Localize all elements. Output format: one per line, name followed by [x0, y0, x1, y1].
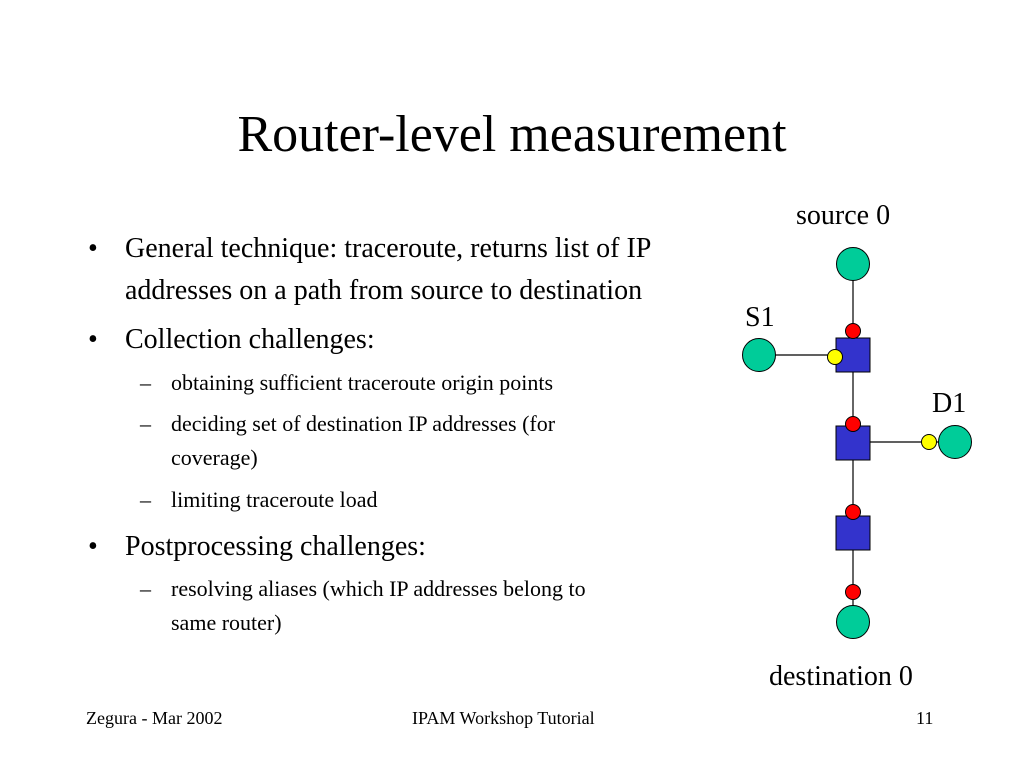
- sub-bullet-marker: –: [140, 487, 151, 512]
- s1-host: [742, 338, 776, 372]
- sub-bullet-marker: –: [140, 576, 151, 601]
- bullet-2-line-1: Collection challenges:: [125, 324, 375, 355]
- destination-0-host: [836, 605, 870, 639]
- bullet-3-line-1: Postprocessing challenges:: [125, 531, 426, 562]
- d1-host: [938, 425, 972, 459]
- sub-bullet-2-1: obtaining sufficient traceroute origin p…: [171, 370, 554, 395]
- sub-bullet-2-3: limiting traceroute load: [171, 487, 378, 512]
- red-interface-dot: [845, 416, 861, 432]
- bullet-1-line-1: General technique: traceroute, returns l…: [125, 233, 652, 264]
- bullet-marker: •: [88, 531, 98, 562]
- red-interface-dot: [845, 504, 861, 520]
- footer-author: Zegura - Mar 2002: [86, 708, 223, 728]
- red-interface-dot: [845, 323, 861, 339]
- sub-bullet-marker: –: [140, 370, 151, 395]
- s1-label: S1: [745, 302, 775, 333]
- footer-event: IPAM Workshop Tutorial: [412, 708, 595, 728]
- bullet-marker: •: [88, 233, 98, 264]
- destination-0-label: destination 0: [769, 661, 913, 692]
- sub-bullet-marker: –: [140, 411, 151, 436]
- sub-bullet-2-2-line-1: deciding set of destination IP addresses…: [171, 411, 556, 436]
- router-3: [835, 515, 871, 551]
- red-interface-dot: [845, 584, 861, 600]
- sub-bullet-2-2-line-2: coverage): [171, 445, 258, 470]
- bullet-1-line-2: addresses on a path from source to desti…: [125, 275, 643, 306]
- bullet-marker: •: [88, 324, 98, 355]
- yellow-interface-dot: [827, 349, 843, 365]
- sub-bullet-3-1-line-2: same router): [171, 610, 282, 635]
- yellow-interface-dot: [921, 434, 937, 450]
- d1-label: D1: [932, 388, 967, 419]
- page-number: 11: [916, 708, 934, 728]
- source-0-host: [836, 247, 870, 281]
- sub-bullet-3-1-line-1: resolving aliases (which IP addresses be…: [171, 576, 586, 601]
- source-0-label: source 0: [796, 200, 891, 231]
- slide-title: Router-level measurement: [237, 106, 787, 163]
